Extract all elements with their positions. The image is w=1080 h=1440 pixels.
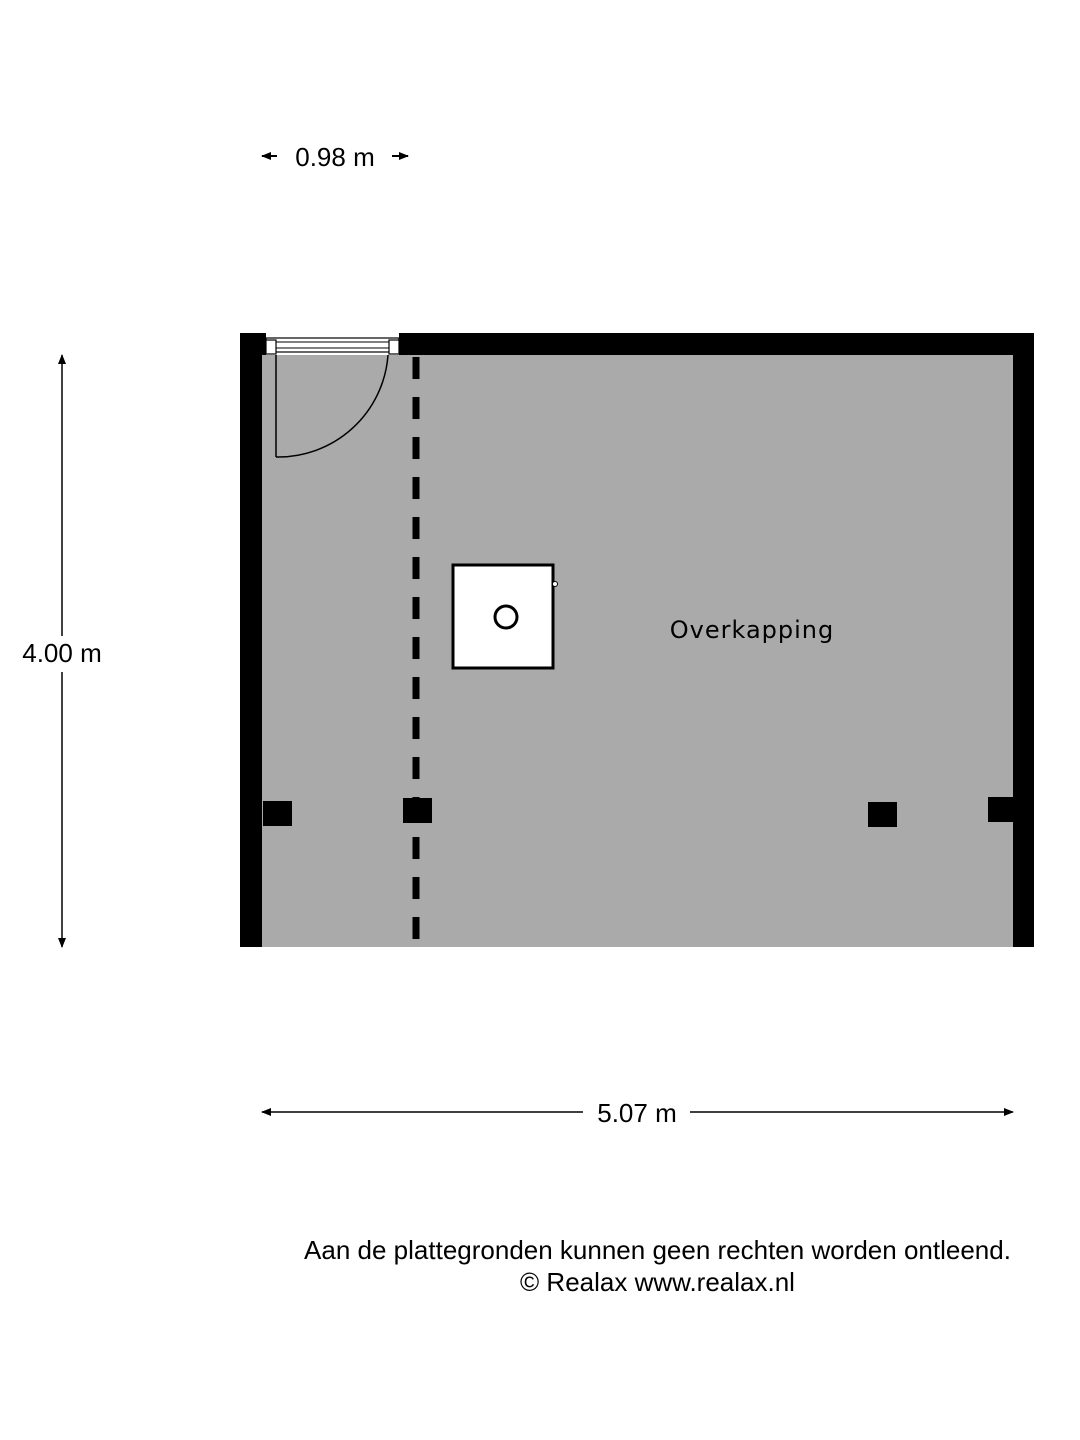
column xyxy=(263,801,292,826)
wall-right xyxy=(1013,333,1034,947)
dimension-depth-label: 4.00 m xyxy=(22,638,102,668)
wall-top xyxy=(399,333,1034,355)
room-label: Overkapping xyxy=(670,616,835,644)
door-swing-arc xyxy=(275,354,389,458)
wall-top-left-stub xyxy=(240,333,266,355)
dimension-width: 5.07 m xyxy=(261,1098,1014,1128)
floor-area xyxy=(262,355,1013,947)
dimension-width-label: 5.07 m xyxy=(597,1098,677,1128)
appliance-icon xyxy=(451,563,558,670)
disclaimer-text: Aan de plattegronden kunnen geen rechten… xyxy=(304,1235,1011,1265)
dimension-door-width-label: 0.98 m xyxy=(295,142,375,172)
column xyxy=(403,798,432,823)
copyright-text: © Realax www.realax.nl xyxy=(520,1267,795,1297)
column xyxy=(988,797,1014,822)
wall-left xyxy=(240,333,262,947)
door xyxy=(265,337,400,458)
dimension-depth: 4.00 m xyxy=(22,354,102,948)
column xyxy=(868,802,897,827)
dimension-door-width: 0.98 m xyxy=(261,142,409,172)
